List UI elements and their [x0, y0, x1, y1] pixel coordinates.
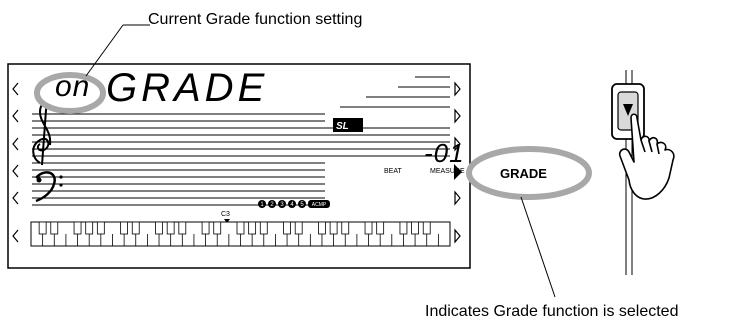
top-callout-caption: Current Grade function setting: [148, 11, 363, 28]
svg-text:SL: SL: [336, 121, 349, 132]
level-bars: [340, 76, 450, 108]
black-key: [283, 221, 291, 235]
black-key: [213, 221, 222, 235]
part-4: 4: [290, 202, 294, 208]
black-key: [131, 221, 140, 235]
black-key: [178, 221, 187, 235]
keyboard-display: [30, 221, 451, 247]
beat-label: BEAT: [384, 168, 402, 175]
part-2: 2: [270, 202, 274, 208]
part-3: 3: [280, 202, 284, 208]
black-key: [341, 221, 350, 235]
down-arrow-icon: [623, 104, 633, 116]
black-key: [120, 221, 129, 235]
key-marker-icon: [224, 219, 230, 223]
left-bracket-markers: [12, 82, 19, 243]
bottom-callout-line: [520, 196, 556, 298]
black-key: [364, 221, 373, 235]
bottom-callout-caption: Indicates Grade function is selected: [425, 303, 679, 320]
function-name: GRADE: [106, 66, 269, 110]
black-key: [73, 221, 82, 235]
grade-indicator-highlight: [466, 146, 592, 200]
black-key: [376, 221, 385, 235]
black-key: [318, 221, 326, 235]
top-callout-line-2: [85, 24, 124, 77]
black-key: [166, 221, 175, 235]
black-key: [259, 221, 268, 235]
style-icon: [333, 118, 363, 132]
black-key: [38, 221, 47, 235]
black-key: [399, 221, 408, 235]
black-key: [85, 221, 94, 235]
grade-indicator-label: GRADE: [500, 166, 547, 181]
bass-clef-icon: [35, 171, 63, 203]
black-key: [50, 221, 59, 235]
part-1: 1: [260, 202, 264, 208]
right-arrow-icon: [454, 164, 462, 180]
measure-value: -01: [424, 138, 465, 168]
setting-highlight: [34, 72, 106, 114]
right-bracket-markers: [454, 81, 461, 244]
part-acmp: ACMP: [312, 202, 327, 208]
music-staff: [32, 113, 450, 206]
measure-label: MEASURE: [430, 168, 465, 175]
black-key: [248, 221, 257, 235]
black-key: [96, 221, 105, 235]
black-key: [422, 221, 431, 235]
hand-pointer-icon: [618, 113, 675, 200]
black-key: [411, 221, 419, 235]
black-key: [329, 221, 338, 235]
part-5: 5: [300, 202, 304, 208]
black-key: [236, 221, 245, 235]
black-key: [294, 221, 303, 235]
key-label: C3: [221, 211, 230, 218]
part-indicators: [258, 200, 330, 208]
black-key: [155, 221, 163, 235]
black-key: [201, 221, 210, 235]
setting-value: on: [55, 70, 91, 103]
